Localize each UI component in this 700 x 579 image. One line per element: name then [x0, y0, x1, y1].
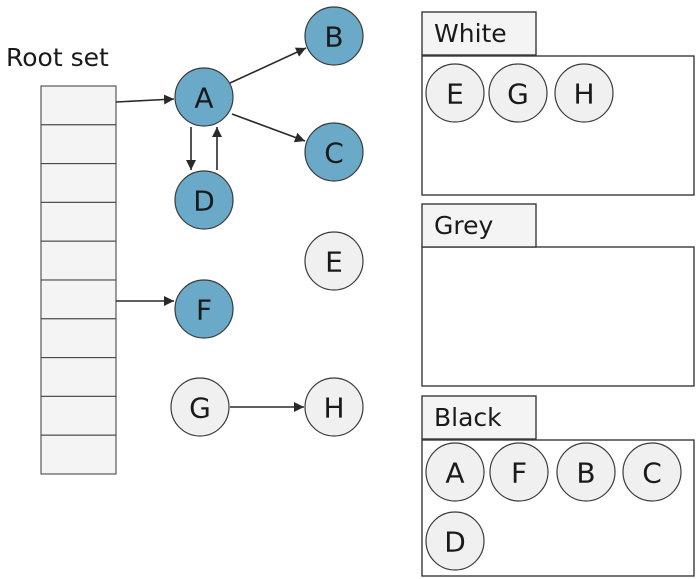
graph-node-label: E: [325, 246, 343, 279]
graph-node-b: B: [304, 6, 364, 66]
graph-node-circle: [304, 377, 364, 437]
set-member-circle: [425, 63, 485, 123]
set-member-circle: [425, 442, 485, 502]
graph-node-g: G: [170, 377, 230, 437]
graph-node-circle: [304, 231, 364, 291]
set-member-d: D: [425, 511, 485, 571]
set-grey: Grey: [421, 203, 695, 387]
graph-node-circle: [170, 377, 230, 437]
graph-node-circle: [174, 67, 234, 127]
root-slot-1: [40, 124, 117, 165]
set-grey-title: Grey: [434, 211, 493, 240]
set-member-f: F: [489, 442, 549, 502]
root-slot-7: [40, 357, 117, 397]
set-member-circle: [556, 442, 616, 502]
graph-node-circle: [304, 6, 364, 66]
set-member-circle: [554, 63, 614, 123]
set-member-label: C: [642, 457, 662, 490]
edge-root-slot-1-to-A: [115, 94, 175, 105]
root-slot-8: [40, 395, 117, 436]
reference-edges: [115, 47, 307, 412]
graph-node-label: A: [194, 82, 213, 115]
root-slot-2: [40, 163, 117, 203]
set-member-circle: [489, 442, 549, 502]
set-member-label: D: [444, 526, 466, 559]
root-slot-5: [40, 279, 117, 320]
root-slot-0: [40, 85, 117, 126]
graph-node-label: C: [324, 137, 344, 170]
graph-node-e: E: [304, 231, 364, 291]
set-member-a: A: [425, 442, 485, 502]
set-member-label: G: [507, 78, 529, 111]
set-white-tab: [421, 11, 537, 56]
edge-A-to-C: [231, 113, 306, 143]
set-member-circle: [425, 511, 485, 571]
graph-node-label: G: [189, 392, 211, 425]
root-slot-4: [40, 240, 117, 281]
root-set-slots: [40, 85, 117, 475]
set-member-label: H: [573, 78, 594, 111]
graph-node-circle: [174, 170, 234, 230]
graph-node-label: F: [196, 294, 212, 327]
set-member-label: B: [576, 457, 595, 490]
set-grey-tab: [421, 203, 537, 248]
graph-node-label: D: [193, 185, 215, 218]
graph-node-label: H: [323, 392, 344, 425]
set-white-title: White: [434, 19, 507, 48]
set-member-g: G: [488, 63, 548, 123]
graph-node-f: F: [174, 279, 234, 339]
set-member-circle: [622, 442, 682, 502]
graph-node-circle: [174, 279, 234, 339]
edge-A-to-B: [229, 47, 307, 84]
set-member-circle: [488, 63, 548, 123]
set-member-label: F: [511, 457, 527, 490]
graph-node-circle: [304, 122, 364, 182]
graph-node-c: C: [304, 122, 364, 182]
set-member-h: H: [554, 63, 614, 123]
root-set: Root set: [6, 43, 117, 475]
object-graph: A B C D E F G H: [170, 6, 364, 437]
graph-node-d: D: [174, 170, 234, 230]
set-member-e: E: [425, 63, 485, 123]
root-slot-9: [40, 434, 117, 475]
root-slot-3: [40, 201, 117, 242]
graph-node-h: H: [304, 377, 364, 437]
graph-node-label: B: [324, 21, 343, 54]
set-member-c: C: [622, 442, 682, 502]
set-black-tab: [421, 395, 537, 440]
root-slot-6: [40, 318, 117, 359]
set-member-label: A: [445, 457, 464, 490]
set-black-title: Black: [434, 403, 502, 432]
graph-node-a: A: [174, 67, 234, 127]
set-member-b: B: [556, 442, 616, 502]
set-grey-box: [421, 246, 695, 387]
set-member-label: E: [446, 78, 464, 111]
root-set-title: Root set: [6, 43, 109, 72]
